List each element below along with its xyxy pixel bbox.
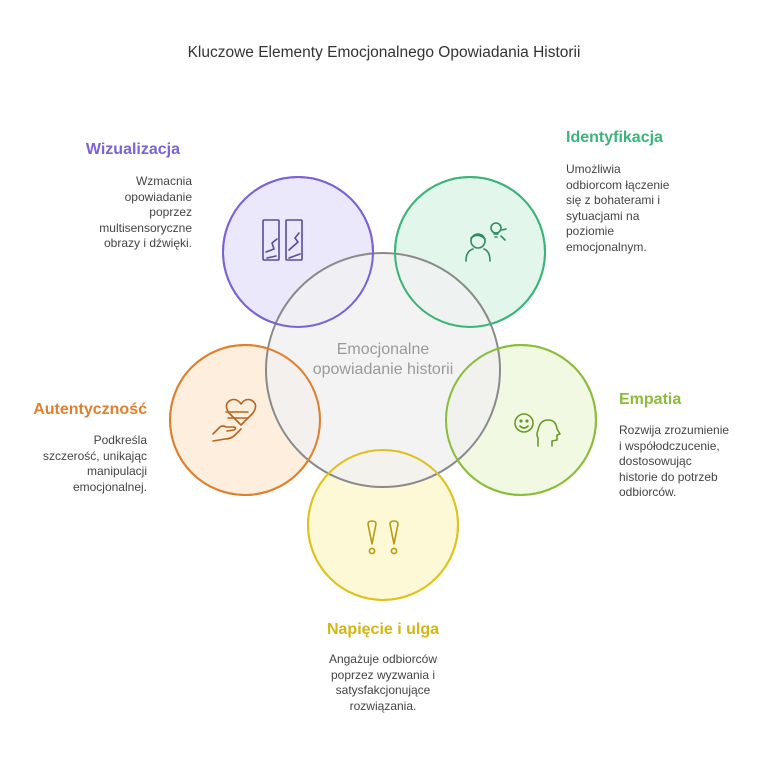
center-label: Emocjonalne opowiadanie historii <box>312 341 454 378</box>
napiecie-description: Angażuje odbiorców poprzez wyzwania i sa… <box>328 652 438 713</box>
heart-hand-icon <box>212 398 257 442</box>
smile-head-icon <box>514 413 561 447</box>
center-circle <box>265 252 501 488</box>
wizualizacja-description: Wzmacnia opowiadanie poprzez multisensor… <box>99 174 192 250</box>
diagram-title: Kluczowe Elementy Emocjonalnego Opowiada… <box>187 44 581 61</box>
empatia-description: Rozwija zrozumienie i współodczucenie, d… <box>619 423 730 499</box>
empatia-heading: Empatia <box>619 391 682 408</box>
movie-frames-icon <box>262 219 303 261</box>
napiecie-heading: Napięcie i ulga <box>326 621 440 638</box>
exclamation-marks-icon <box>367 520 399 555</box>
autentycznosc-heading: Autentyczność <box>33 401 147 418</box>
person-idea-icon <box>465 222 507 262</box>
identyfikacja-description: Umożliwia odbiorcom łączenie się z bohat… <box>566 162 670 254</box>
identyfikacja-heading: Identyfikacja <box>566 129 663 146</box>
autentycznosc-description: Podkreśla szczerość, unikając manipulacj… <box>42 433 147 494</box>
wizualizacja-heading: Wizualizacja <box>85 141 180 158</box>
